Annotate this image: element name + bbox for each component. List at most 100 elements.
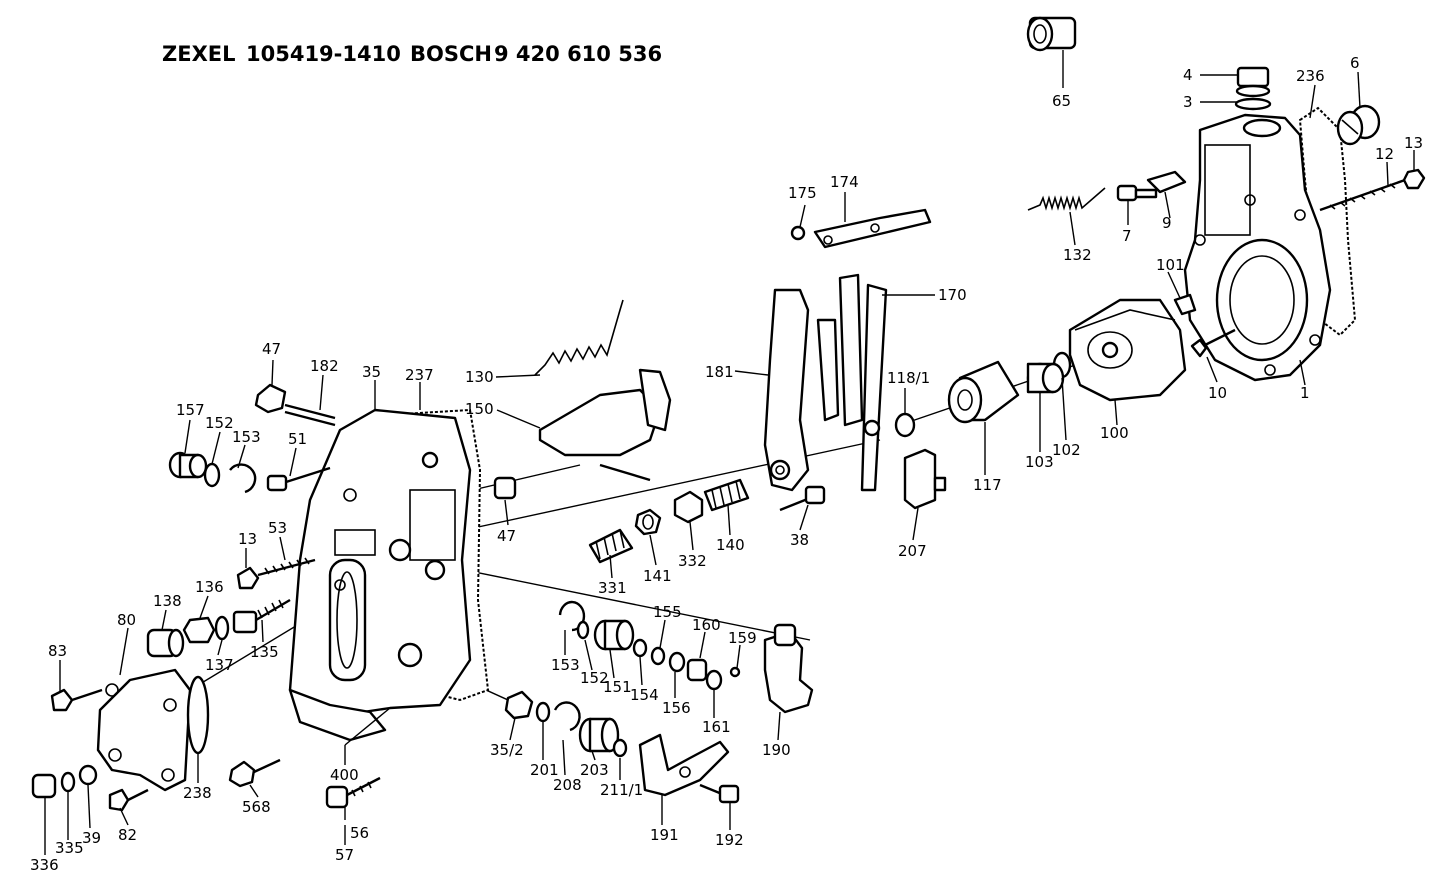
label-331: 331 [598, 579, 627, 597]
clip-153-top [229, 463, 257, 494]
label-161: 161 [702, 718, 731, 736]
screw-135 [232, 598, 291, 634]
washer-152-bottom [576, 620, 590, 640]
label-53: 53 [268, 519, 287, 537]
label-175: 175 [788, 184, 817, 202]
label-336: 336 [30, 856, 59, 874]
label-155: 155 [653, 603, 682, 621]
label-150: 150 [465, 400, 494, 418]
cover-80 [96, 668, 192, 792]
screw-51 [266, 466, 331, 492]
label-100: 100 [1100, 424, 1129, 442]
label-117: 117 [973, 476, 1002, 494]
screw-10 [1190, 328, 1236, 358]
label-47-mid: 47 [497, 527, 516, 545]
washer-156 [668, 651, 686, 673]
plug-157 [168, 451, 208, 479]
label-182: 182 [310, 357, 339, 375]
spring-331 [588, 528, 634, 564]
nut-332 [673, 490, 704, 524]
label-141: 141 [643, 567, 672, 585]
nut-47-top [254, 383, 287, 414]
label-51: 51 [288, 430, 307, 448]
label-56: 56 [350, 824, 369, 842]
label-138: 138 [153, 592, 182, 610]
label-12: 12 [1375, 145, 1394, 163]
label-132: 132 [1063, 246, 1092, 264]
clip-208 [553, 701, 581, 732]
label-103: 103 [1025, 453, 1054, 471]
clip-175 [790, 225, 806, 241]
nut-65 [1026, 16, 1077, 52]
washer-154 [632, 638, 648, 658]
cap-336 [31, 773, 57, 799]
cap-138 [146, 628, 185, 658]
label-211-1: 211/1 [600, 781, 643, 799]
block-190 [763, 623, 814, 714]
label-170: 170 [938, 286, 967, 304]
label-35: 35 [362, 363, 381, 381]
lever-191 [638, 733, 730, 797]
label-39: 39 [82, 829, 101, 847]
label-102: 102 [1052, 441, 1081, 459]
label-153-top: 153 [232, 428, 261, 446]
washer-211-1 [612, 738, 628, 758]
lever-174 [813, 208, 932, 249]
label-157: 157 [176, 401, 205, 419]
ring-238 [186, 675, 210, 755]
washer-3 [1234, 97, 1272, 111]
label-118-1: 118/1 [887, 369, 930, 387]
label-152-top: 152 [205, 414, 234, 432]
label-159: 159 [728, 629, 757, 647]
link-150 [538, 368, 672, 482]
label-4: 4 [1183, 66, 1193, 84]
block-207 [903, 448, 947, 510]
label-3: 3 [1183, 93, 1193, 111]
pin-182 [284, 403, 336, 427]
header: ZEXEL 105419-1410 BOSCH 9 420 610 536 [162, 42, 662, 66]
flyweight-100 [1068, 298, 1187, 402]
label-151: 151 [603, 678, 632, 696]
label-192: 192 [715, 831, 744, 849]
label-400: 400 [330, 766, 359, 784]
screw-83 [50, 688, 103, 712]
label-181: 181 [705, 363, 734, 381]
nut-13 [1402, 168, 1426, 190]
label-13-mid: 13 [238, 530, 257, 548]
screw-plug-6 [1336, 104, 1381, 146]
sleeve-117 [947, 360, 1020, 424]
screw-53 [236, 557, 316, 590]
lever-170 [838, 273, 888, 492]
label-13-top: 13 [1404, 134, 1423, 152]
label-238: 238 [183, 784, 212, 802]
label-35-2: 35/2 [490, 741, 524, 759]
header-brand-zexel: ZEXEL [162, 42, 236, 66]
screw-12 [1319, 178, 1406, 212]
spring-130 [534, 299, 624, 376]
label-236: 236 [1296, 67, 1325, 85]
label-203: 203 [580, 761, 609, 779]
cover-35 [288, 408, 472, 742]
bolt-47-mid [493, 476, 517, 500]
bush-160 [686, 658, 708, 682]
label-568: 568 [242, 798, 271, 816]
nut-151 [593, 619, 635, 651]
label-154: 154 [630, 686, 659, 704]
label-47-top: 47 [262, 340, 281, 358]
label-190: 190 [762, 741, 791, 759]
label-130: 130 [465, 368, 494, 386]
washer-335 [60, 771, 76, 793]
sleeve-103 [1026, 362, 1065, 394]
label-82: 82 [118, 826, 137, 844]
ball-159 [729, 666, 741, 678]
sleeve-203 [578, 717, 620, 753]
label-38: 38 [790, 531, 809, 549]
label-156: 156 [662, 699, 691, 717]
label-201: 201 [530, 761, 559, 779]
washer-152-top [203, 462, 221, 488]
bolt-56 [325, 776, 381, 809]
screw-82 [108, 788, 149, 812]
label-101: 101 [1156, 256, 1185, 274]
bolt-7 [1116, 184, 1158, 202]
